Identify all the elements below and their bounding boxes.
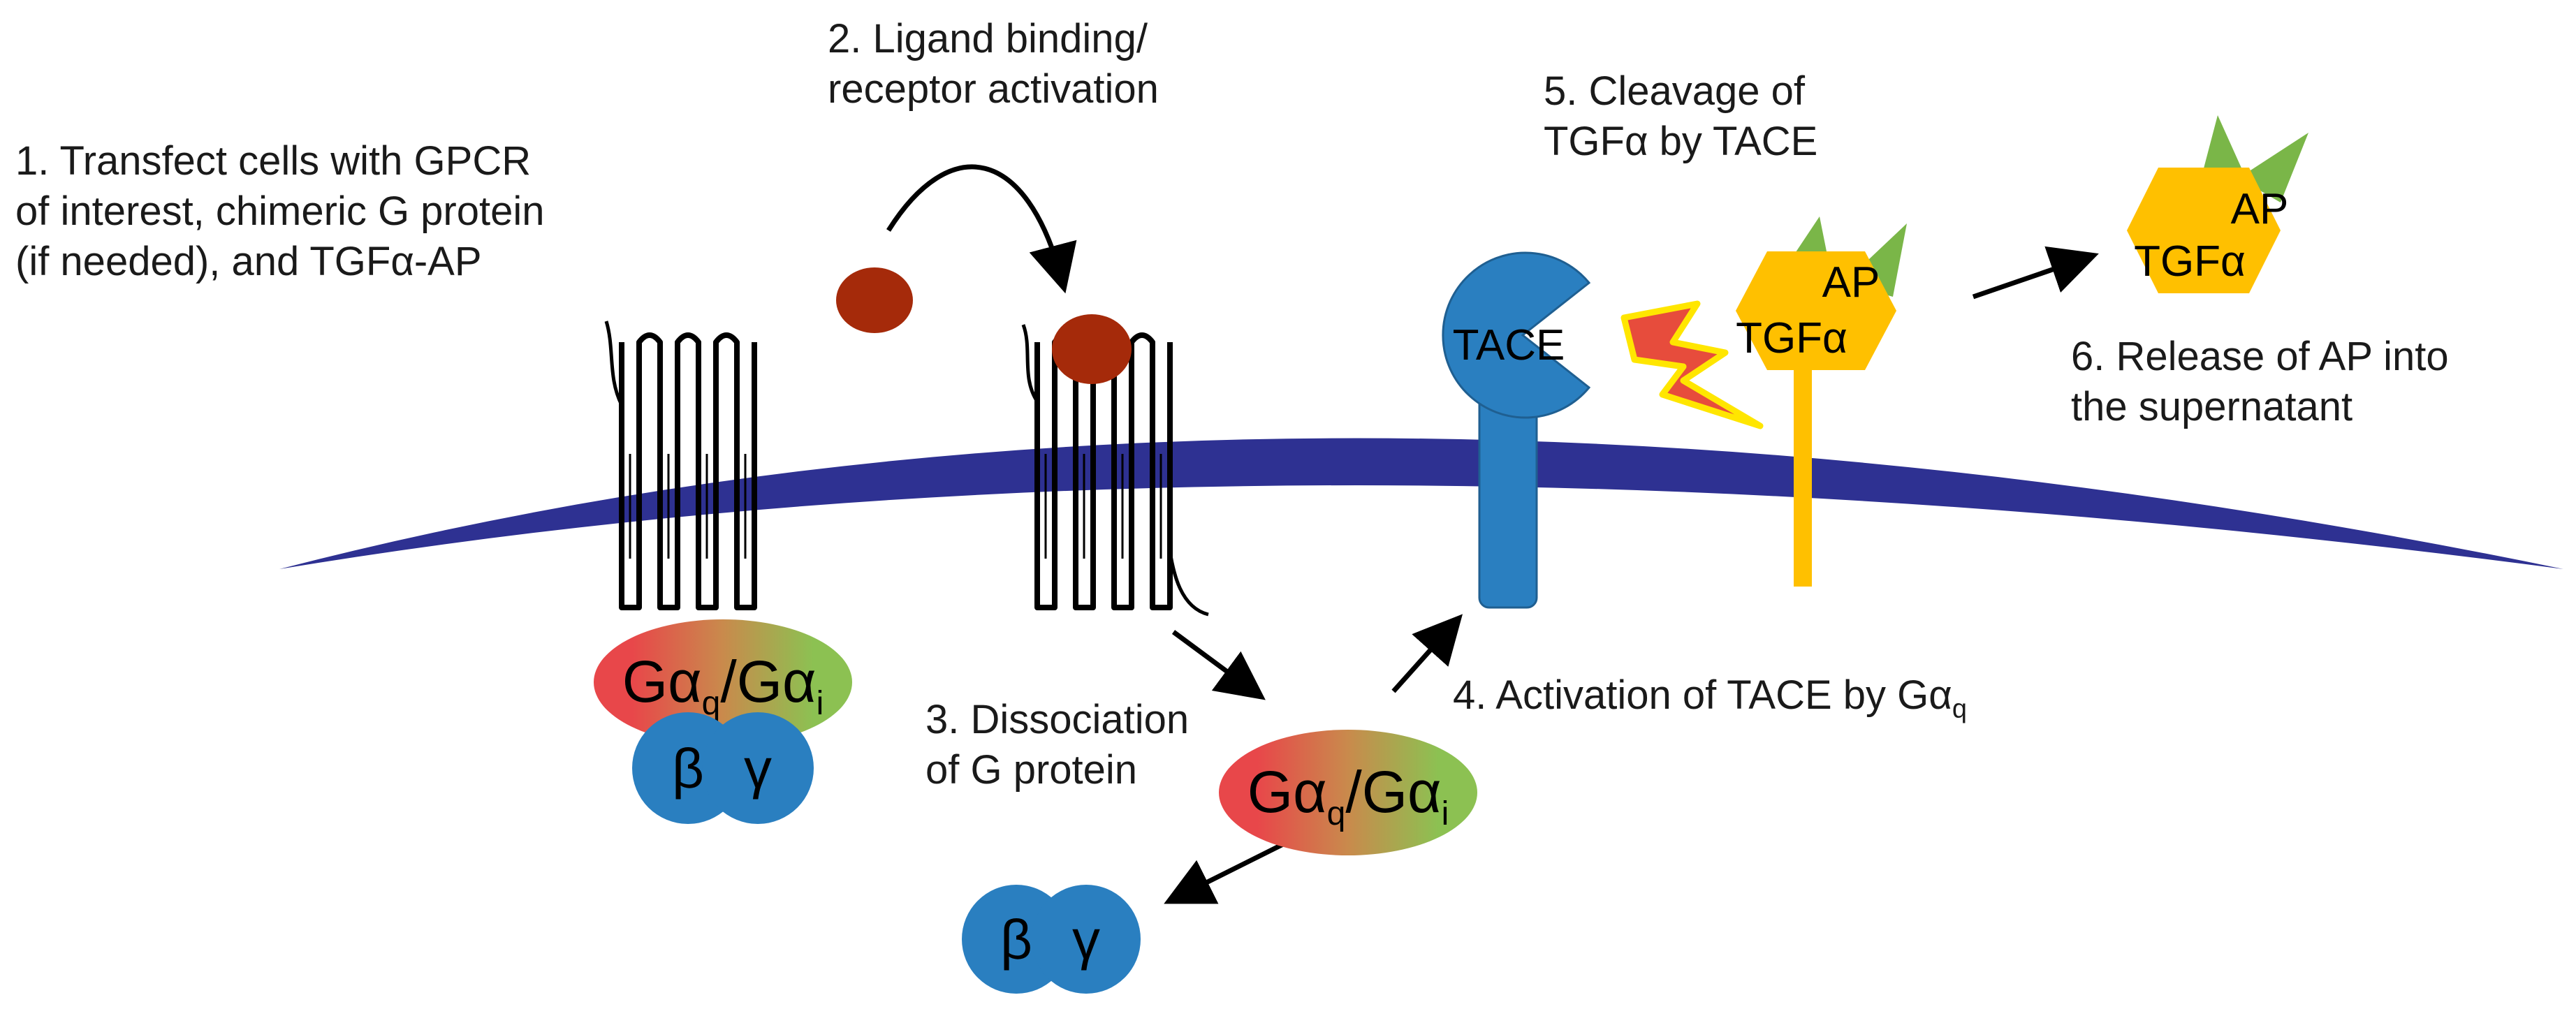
gamma-subunit-free xyxy=(1032,885,1141,994)
step6-text: 6. Release of AP into the supernatant xyxy=(2071,334,2449,429)
step2-text: 2. Ligand binding/ receptor activation xyxy=(828,16,1159,112)
ligand-free xyxy=(836,267,913,333)
step3-text: 3. Dissociation of G protein xyxy=(925,697,1190,793)
beta-gamma-dissociated: β γ xyxy=(962,885,1141,994)
beta-label-free: β xyxy=(1000,908,1032,971)
tace-head xyxy=(1442,251,1591,419)
ligand-bound xyxy=(1052,314,1132,384)
ap-label-released: AP xyxy=(2231,185,2289,233)
g-alpha-subunit-free xyxy=(1219,730,1477,855)
sub-i-label: i xyxy=(817,685,824,722)
g-alpha-subunit xyxy=(594,619,852,745)
g-alpha-q-label-free: Gα xyxy=(1247,759,1327,825)
slash-label-free: / xyxy=(1345,759,1362,825)
svg-text:Gαq/Gαi: Gαq/Gαi xyxy=(1247,759,1449,832)
tgfa-hexagon-released xyxy=(2127,168,2281,293)
beta-gamma-release-arrow xyxy=(1164,839,1290,904)
tgfa-label-released: TGFα xyxy=(2134,237,2246,286)
tace-label: TACE xyxy=(1453,321,1565,369)
gpcr-receptor-inactive xyxy=(604,321,757,610)
svg-text:Gαq/Gαi: Gαq/Gαi xyxy=(622,649,824,722)
slash-label: / xyxy=(720,649,737,714)
tace-enzyme: TACE xyxy=(1442,251,1591,609)
step4-text: 4. Activation of TACE by Gαq xyxy=(1453,672,1967,724)
ap-label-membrane: AP xyxy=(1822,258,1880,307)
tace-activation-arrow xyxy=(1391,614,1463,693)
g-protein-bound: Gαq/Gαi β γ xyxy=(594,619,852,824)
step5-text: 5. Cleavage of TGFα by TACE xyxy=(1544,68,1818,164)
step1-text: 1. Transfect cells with GPCR of interest… xyxy=(15,138,545,284)
release-arrow xyxy=(1972,246,2099,300)
gamma-subunit xyxy=(702,712,814,824)
gamma-label: γ xyxy=(744,737,772,800)
beta-label: β xyxy=(672,737,704,800)
gamma-label-free: γ xyxy=(1072,908,1100,971)
g-alpha-i-label-free: Gα xyxy=(1362,759,1442,825)
tgfa-hexagon xyxy=(1736,251,1896,370)
tgfa-ap-released: AP TGFα xyxy=(2127,115,2308,293)
g-alpha-q-label: Gα xyxy=(622,649,702,714)
g-alpha-i-label: Gα xyxy=(737,649,817,714)
tgfa-stalk xyxy=(1794,370,1812,587)
ligand-binding-arrow xyxy=(886,164,1077,294)
g-alpha-dissociated: Gαq/Gαi xyxy=(1219,730,1477,855)
cell-membrane xyxy=(279,438,2563,569)
tgfa-ap-membrane: AP TGFα xyxy=(1736,216,1907,587)
tgfa-label-membrane: TGFα xyxy=(1736,314,1847,362)
cleavage-lightning-icon xyxy=(1620,300,1764,429)
sub-i-label-free: i xyxy=(1442,795,1449,832)
sub-q-label-free: q xyxy=(1327,795,1346,832)
dissociation-arrow xyxy=(1171,630,1266,700)
